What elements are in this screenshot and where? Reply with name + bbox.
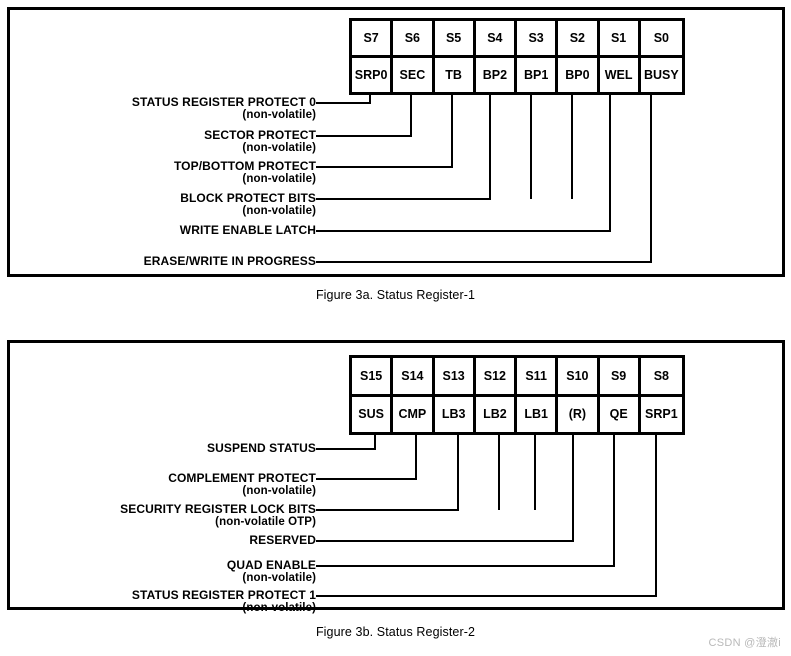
label-status-register-protect-1: STATUS REGISTER PROTECT 1 (non-volatile) bbox=[131, 588, 316, 615]
bit-index-cell: S7 bbox=[352, 21, 394, 55]
label-security-register-lock-bits: SECURITY REGISTER LOCK BITS (non-volatil… bbox=[120, 502, 316, 529]
label-top-bottom-protect: TOP/BOTTOM PROTECT (non-volatile) bbox=[173, 159, 316, 186]
figure-caption-3a: Figure 3a. Status Register-1 bbox=[315, 288, 476, 302]
label-reserved: RESERVED bbox=[249, 533, 316, 547]
bit-index-cell: S4 bbox=[476, 21, 517, 55]
bit-name-cell: BP2 bbox=[476, 58, 517, 92]
bit-name-cell: BP1 bbox=[517, 58, 559, 92]
bit-name-cell: (R) bbox=[558, 396, 600, 432]
bit-index-cell: S12 bbox=[476, 358, 517, 394]
bit-name-cell: LB1 bbox=[517, 396, 559, 432]
register-table-status-register-2: S15 S14 S13 S12 S11 S10 S9 S8 SUS CMP LB… bbox=[349, 355, 685, 435]
bit-name-cell: QE bbox=[600, 396, 641, 432]
bit-name-cell: TB bbox=[435, 58, 476, 92]
bit-name-cell: WEL bbox=[600, 58, 641, 92]
bit-index-cell: S15 bbox=[352, 358, 394, 394]
bit-name-cell: CMP bbox=[393, 396, 435, 432]
bit-name-cell: BUSY bbox=[643, 68, 679, 82]
watermark: CSDN @澄澈i bbox=[708, 637, 781, 649]
label-status-register-protect-0: STATUS REGISTER PROTECT 0 (non-volatile) bbox=[131, 95, 316, 122]
label-write-enable-latch: WRITE ENABLE LATCH bbox=[179, 223, 316, 237]
label-sector-protect: SECTOR PROTECT (non-volatile) bbox=[204, 128, 316, 155]
label-erase-write-in-progress: ERASE/WRITE IN PROGRESS bbox=[143, 254, 316, 268]
bit-name-cell: LB2 bbox=[476, 396, 517, 432]
bit-index-cell: S5 bbox=[435, 21, 476, 55]
register-bit-index-row: S7 S6 S5 S4 S3 S2 S1 S0 bbox=[352, 21, 682, 58]
bit-index-cell: S10 bbox=[558, 358, 600, 394]
bit-index-cell: S6 bbox=[393, 21, 435, 55]
label-block-protect-bits: BLOCK PROTECT BITS (non-volatile) bbox=[180, 191, 316, 218]
bit-index-cell: S14 bbox=[393, 358, 435, 394]
bit-name-cell: LB3 bbox=[435, 396, 476, 432]
bit-name-cell: SRP0 bbox=[352, 58, 394, 92]
register-bit-index-row: S15 S14 S13 S12 S11 S10 S9 S8 bbox=[352, 358, 682, 397]
bit-name-cell: SEC bbox=[393, 58, 435, 92]
register-table-status-register-1: S7 S6 S5 S4 S3 S2 S1 S0 SRP0 SEC TB BP2 … bbox=[349, 18, 685, 95]
bit-index-cell: S1 bbox=[600, 21, 641, 55]
bit-name-cell: SRP1 bbox=[645, 407, 678, 422]
bit-index-cell: S8 bbox=[653, 368, 669, 383]
register-bit-name-row: SRP0 SEC TB BP2 BP1 BP0 WEL BUSY bbox=[352, 58, 682, 92]
label-complement-protect: COMPLEMENT PROTECT (non-volatile) bbox=[168, 471, 316, 498]
bit-name-cell: SUS bbox=[352, 396, 394, 432]
register-bit-name-row: SUS CMP LB3 LB2 LB1 (R) QE SRP1 bbox=[352, 396, 682, 432]
label-quad-enable: QUAD ENABLE (non-volatile) bbox=[226, 558, 316, 585]
bit-index-cell: S9 bbox=[600, 358, 641, 394]
figure-caption-3b: Figure 3b. Status Register-2 bbox=[315, 625, 476, 639]
bit-index-cell: S3 bbox=[517, 21, 559, 55]
bit-index-cell: S13 bbox=[435, 358, 476, 394]
bit-index-cell: S11 bbox=[517, 358, 559, 394]
bit-name-cell: BP0 bbox=[558, 58, 600, 92]
bit-index-cell: S2 bbox=[558, 21, 600, 55]
bit-index-cell: S0 bbox=[653, 31, 669, 45]
label-suspend-status: SUSPEND STATUS bbox=[207, 441, 316, 455]
